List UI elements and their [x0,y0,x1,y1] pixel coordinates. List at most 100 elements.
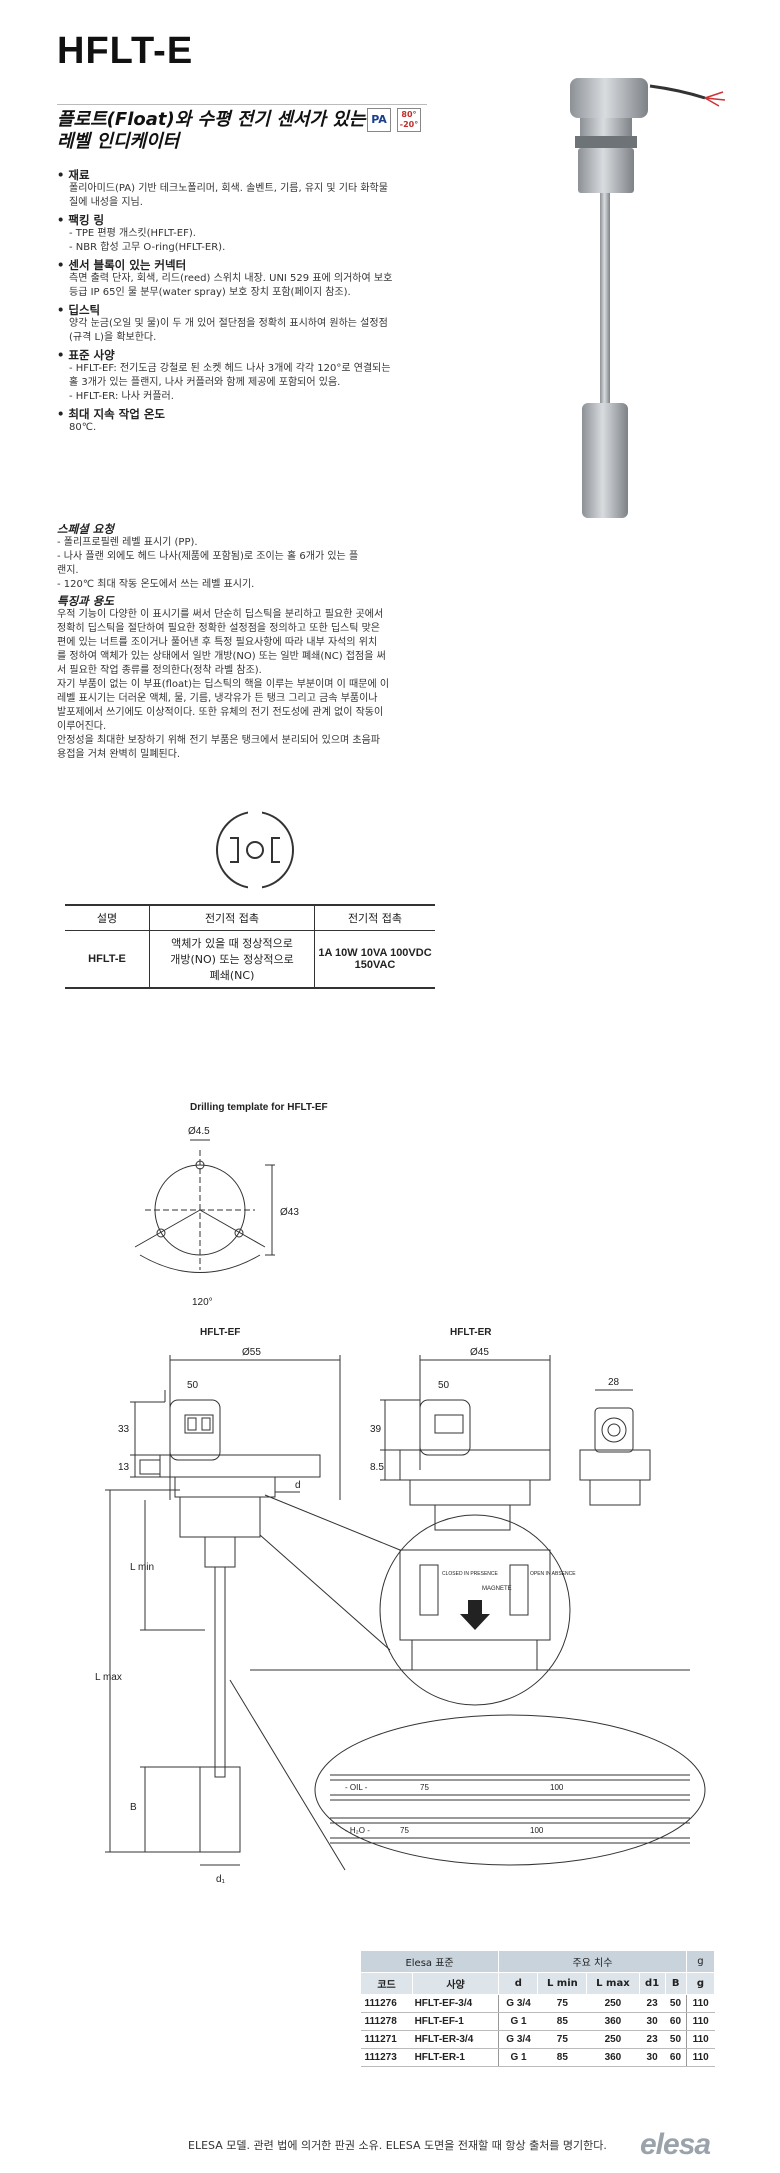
h2o-label: - H₂O - [345,1826,370,1835]
spec-heading: 센서 블록이 있는 커넥터 [57,258,427,272]
col-spec: 사양 [412,1972,500,1995]
dim-b: B [130,1802,137,1813]
spec-text: 측면 출력 단자, 회색, 리드(reed) 스위치 내장. UNI 529 표… [69,273,393,284]
spec-text: 홀 3개가 있는 플랜지, 나사 커플러와 함께 제공에 포함되어 있음. [69,377,341,388]
dim-lmin: L min [130,1562,154,1573]
cell-b: 60 [665,2048,687,2067]
col-b: B [664,1972,687,1995]
h2o-100: 100 [530,1826,544,1835]
dim-d45: Ø4.5 [188,1126,210,1137]
connector-symbol [216,810,294,890]
cell-d1: 30 [639,2012,666,2031]
cell-g: 110 [685,1994,715,2013]
spec-heading: 딥스틱 [57,303,427,317]
text-line: 정확히 딥스틱을 절단하여 필요한 정확한 설정점을 정의하고 또한 딥스틱 맞… [57,623,381,634]
cell-g: 110 [685,2030,715,2049]
dim-h33: 33 [118,1424,130,1435]
cell-lmin: 75 [537,1994,587,2013]
cell-b: 50 [665,2030,687,2049]
col-contact: 전기적 접촉 [149,904,315,931]
text-line: 레벨 표시기는 더러운 액체, 물, 기름, 냉각유가 든 탱크 그리고 금속 … [57,693,378,704]
subtitle: 플로트(Float)와 수평 전기 센서가 있는 레벨 인디케이터 [57,109,427,153]
special-section: 스페셜 요청 - 폴리프로필렌 레벨 표시기 (PP).- 나사 플랜 외에도 … [57,522,437,762]
dim-angle: 120° [192,1297,213,1308]
special-lines: - 폴리프로필렌 레벨 표시기 (PP).- 나사 플랜 외에도 헤드 나사(제… [57,536,437,592]
group-elesa: Elesa 표준 [359,1950,500,1973]
cell-lmax: 360 [586,2012,640,2031]
spec-text: 양각 눈금(오일 및 물)이 두 개 있어 절단점을 정확히 표시하여 원하는 … [69,318,388,329]
technical-drawing: Drilling template for HFLT-EF Ø4.5 Ø43 1… [95,1102,706,1885]
oil-75: 75 [420,1783,429,1792]
cell-d1: 23 [639,2030,666,2049]
col-lmax: L max [586,1972,640,1995]
cell-code: 111273 [360,2048,413,2067]
spec-text: 등급 IP 65인 물 분무(water spray) 보호 장치 포함(페이지… [69,287,351,298]
cell-d: G 3/4 [498,2030,538,2049]
temperature-badge: 80° -20° [397,108,421,132]
spec-text: 폴리아미드(PA) 기반 테크노폴리머, 회색. 솔벤트, 기름, 유지 및 기… [69,183,388,194]
dim-h13: 13 [118,1462,130,1473]
cell-code: 111276 [360,1994,413,2013]
material-badge: PA [367,108,391,132]
cell-lmin: 85 [537,2048,587,2067]
dim-w50b: 50 [438,1380,450,1391]
contact-line: 개방(NO) 또는 정상적으로 [170,953,294,966]
features-lines: 우적 기능이 다양한 이 표시기를 써서 단순히 딥스틱을 분리하고 필요한 곳… [57,608,437,762]
contact-line: 액체가 있을 때 정상적으로 [171,937,293,950]
subtitle-line: 레벨 인디케이터 [57,131,180,152]
text-line: 안정성을 최대한 보장하기 위해 전기 부품은 탱크에서 분리되어 있으며 초음… [57,735,381,746]
features-heading: 특징과 용도 [57,594,114,608]
h2o-75: 75 [400,1826,409,1835]
cell-d: G 3/4 [498,1994,538,2013]
dim-d45b: Ø45 [470,1347,489,1358]
dim-w28: 28 [608,1377,620,1388]
subtitle-block: 플로트(Float)와 수평 전기 센서가 있는 레벨 인디케이터 [57,104,427,153]
spec-heading: 표준 사양 [57,348,427,362]
dim-d1: d₁ [216,1874,226,1885]
spec-text: 80℃. [69,422,97,433]
dim-h39: 39 [370,1424,382,1435]
text-line: 용접을 거쳐 완벽히 밀폐된다. [57,749,181,760]
open-label: OPEN IN ABSENCE [530,1571,576,1577]
col-desc: 설명 [65,904,150,931]
cell-code: 111271 [360,2030,413,2049]
text-line: 를 정하여 액체가 있는 상태에서 일반 개방(NO) 또는 일반 폐쇄(NC)… [57,651,386,662]
col-lmin: L min [537,1972,588,1995]
text-line: 자기 부품이 없는 이 부표(float)는 딥스틱의 핵을 이루는 부분이며 … [57,679,390,690]
text-line: 발포제에서 쓰기에도 이상적이다. 또한 유체의 전기 전도성에 관계 없이 작… [57,707,384,718]
text-line: 서 필요한 작업 종류를 정의한다(정착 라벨 참조). [57,665,262,676]
spec-text: 질에 내성을 지님. [69,197,143,208]
dim-d: d [295,1480,301,1491]
row-code: HFLT-E [65,930,150,989]
cell-d: G 1 [498,2048,538,2067]
cell-b: 60 [665,2012,687,2031]
cell-desc: HFLT-ER-1 [412,2048,499,2067]
cell-lmin: 75 [537,2030,587,2049]
cell-b: 50 [665,1994,687,2013]
page-title: HFLT-E [57,30,194,72]
cell-d1: 30 [639,2048,666,2067]
cell-lmax: 250 [586,2030,640,2049]
text-line: - 120℃ 최대 작동 온도에서 쓰는 레벨 표시기. [57,579,255,590]
text-line: 랜지. [57,565,79,576]
group-weight: g [685,1950,716,1973]
spec-text: (규격 L)을 확보한다. [69,332,157,343]
spec-heading: 팩킹 링 [57,213,427,227]
cell-g: 110 [685,2012,715,2031]
oil-100: 100 [550,1783,564,1792]
oil-label: - OIL - [345,1783,368,1792]
cell-g: 110 [685,2048,715,2067]
col-code: 코드 [359,1972,414,1995]
text-line: 편에 있는 너트를 조이거나 풀어낸 후 특정 필요사항에 따라 내부 자석의 … [57,637,378,648]
cell-d: G 1 [498,2012,538,2031]
magnet-label: MAGNETE [482,1586,512,1592]
contact-table: 설명 전기적 접촉 전기적 접촉 HFLT-E 액체가 있을 때 정상적으로 개… [65,904,435,989]
elesa-logo: elesa [640,2128,711,2161]
cell-lmax: 360 [586,2048,640,2067]
cell-code: 111278 [360,2012,413,2031]
rating-line: 150VAC [354,959,396,971]
